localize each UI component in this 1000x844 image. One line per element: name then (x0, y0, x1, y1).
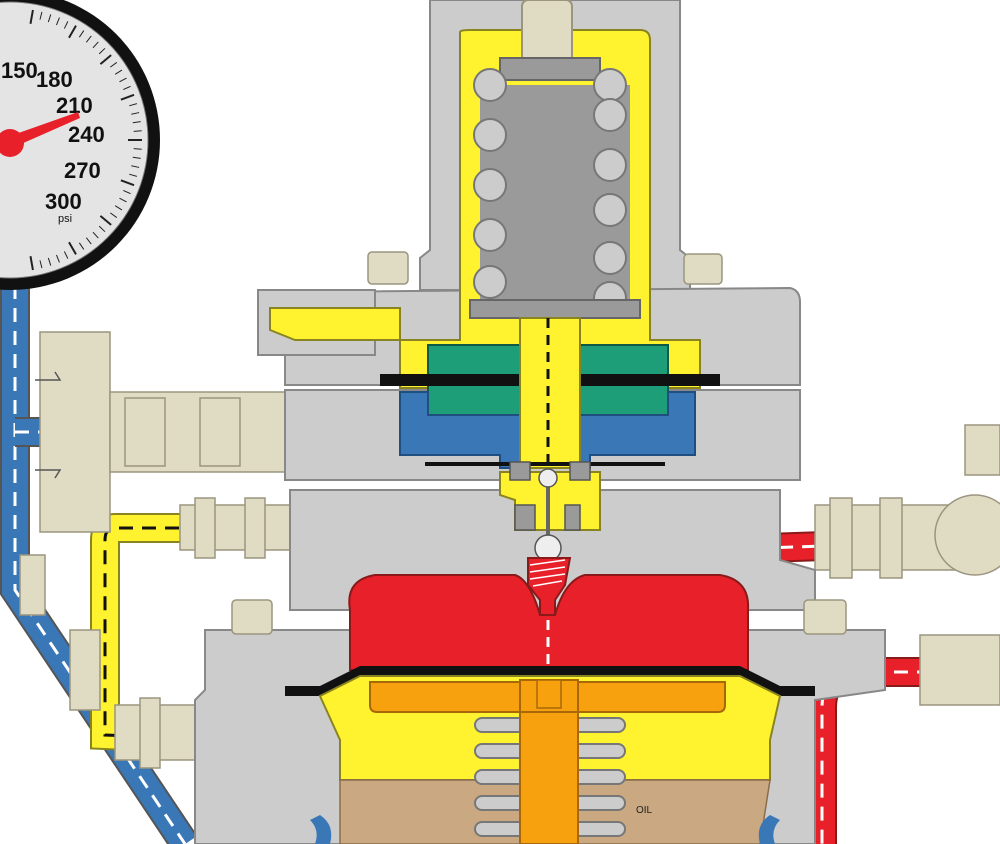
gauge-label-180: 180 (36, 67, 73, 92)
gauge-tick (114, 69, 123, 75)
gauge-needle (0, 112, 80, 157)
oil-label: OIL (636, 805, 653, 816)
gauge-face (0, 1, 149, 279)
gauge-tick (120, 179, 135, 187)
gauge-tick (98, 225, 106, 233)
gauge-label-300: 300 (45, 189, 82, 214)
gauge-tick (85, 35, 92, 43)
gauge-tick (131, 112, 140, 115)
gauge-tick (131, 165, 140, 168)
gauge-tick (119, 197, 127, 203)
pilot-diaphragm-assembly (380, 317, 720, 470)
gauge-tick (92, 231, 99, 239)
pilot-valve (499, 461, 601, 562)
gauge-tick (63, 21, 69, 29)
main-diaphragm-chamber (285, 574, 815, 696)
gauge-tick (129, 173, 138, 177)
gauge-tick (119, 77, 127, 83)
range-spring (469, 68, 641, 319)
gauge-tick (123, 85, 131, 91)
gauge-tick (29, 9, 34, 24)
gauge-tick (39, 11, 43, 20)
gauge-tick (132, 156, 141, 159)
gauge-tick (47, 14, 52, 23)
arrow-marks (35, 371, 62, 479)
gauge-label-150: 150 (1, 58, 38, 83)
gauge-tick (120, 93, 135, 101)
gauge-tick (98, 47, 106, 55)
gauge-tick (114, 205, 123, 211)
gauge-tick (68, 241, 77, 255)
gauge-tick (55, 254, 60, 263)
gauge-tick (78, 242, 85, 250)
gauge-label-270: 270 (64, 158, 101, 183)
gauge-tick (55, 17, 60, 26)
gauge-tick (92, 41, 99, 49)
gauge-tick (133, 148, 142, 150)
gauge-tick (99, 54, 112, 65)
gauge-tick (63, 251, 69, 259)
gauge-tick (47, 257, 52, 266)
gauge-tick (68, 25, 77, 39)
adjusting-screw (499, 0, 601, 81)
damper-spring (474, 711, 626, 844)
gauge-tick (85, 237, 92, 245)
gauge-tick (110, 62, 118, 68)
gauge-unit: psi (58, 213, 72, 225)
right-fitting-cluster (814, 424, 1000, 706)
body-bolts (231, 251, 847, 635)
gauge-tick (123, 189, 131, 195)
gauge-tick (99, 215, 112, 226)
gauge-tick (78, 30, 85, 38)
gauge-ticks (29, 9, 142, 271)
gauge-tick (129, 103, 138, 107)
pressure-gauge: 150 180 210 240 270 300 psi (0, 0, 160, 290)
gauge-tick (29, 256, 34, 271)
left-fitting-cluster (19, 331, 291, 711)
gauge-tick (132, 121, 141, 124)
gauge-tick (110, 212, 118, 218)
gauge-tick (133, 130, 142, 132)
gauge-label-240: 240 (68, 122, 105, 147)
gauge-tick (39, 260, 43, 269)
